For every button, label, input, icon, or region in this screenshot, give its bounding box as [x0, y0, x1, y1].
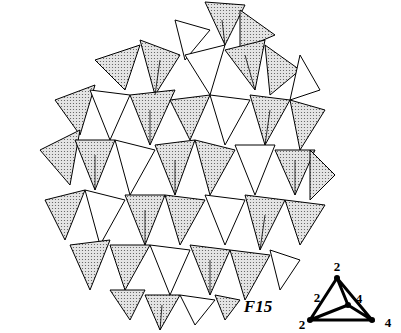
tetrahedron-symbol [307, 275, 375, 323]
vertex-number: 2 [299, 318, 306, 331]
vertex-number: 2 [334, 260, 341, 273]
inner-edges [95, 20, 295, 330]
edge-number: 4 [356, 292, 363, 305]
tetrahedra [40, 2, 335, 330]
edge-number: 4 [385, 316, 392, 329]
figure-number: F15 [244, 298, 272, 315]
edge-number: 2 [314, 291, 321, 304]
